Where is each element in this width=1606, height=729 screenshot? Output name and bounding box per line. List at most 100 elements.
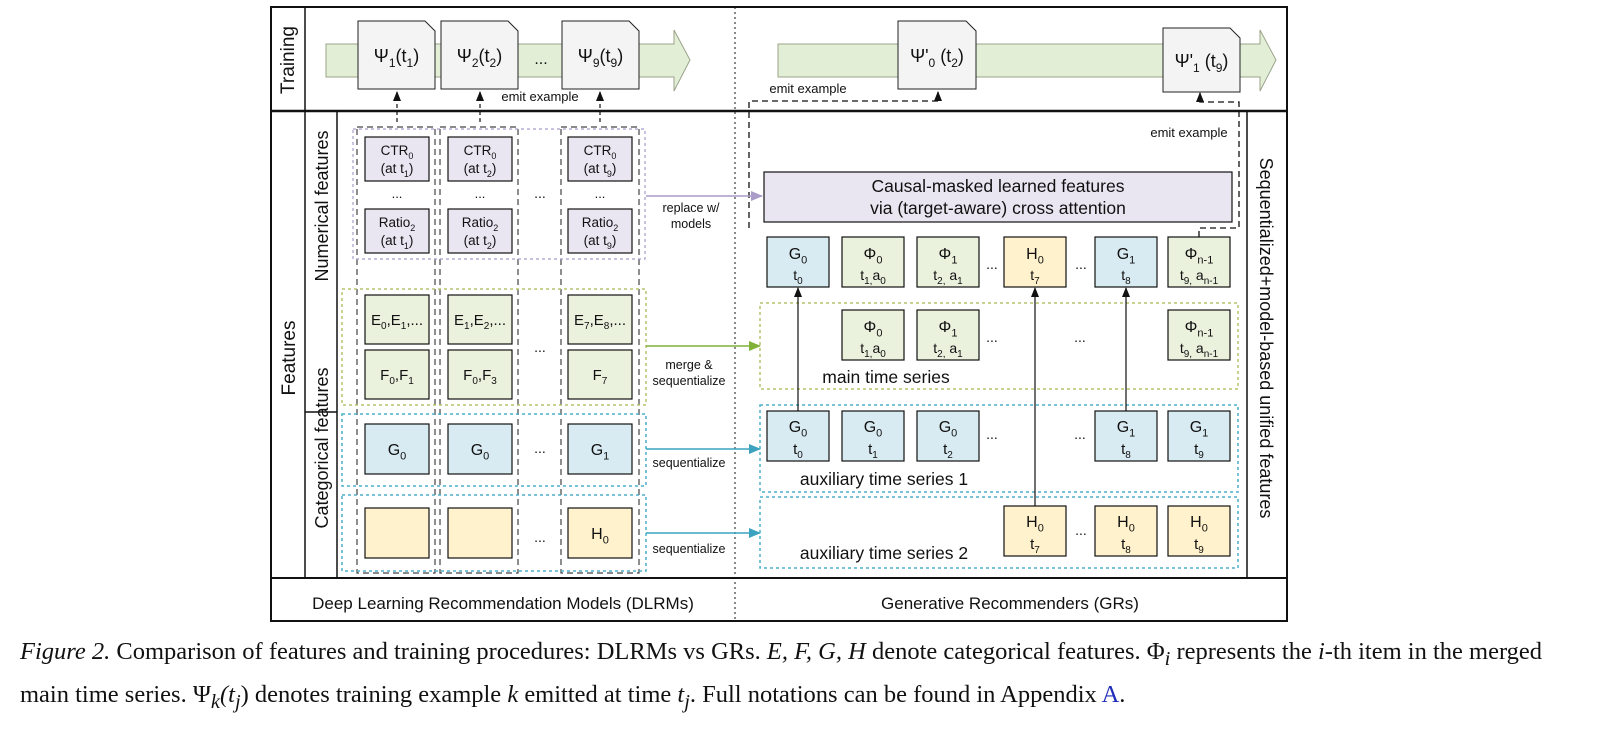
aux1-cell-1 [766, 410, 830, 462]
caption-text-3: represents the [1170, 638, 1318, 665]
aux1-cell-bottom-5: t9 [1194, 441, 1204, 461]
merge-label-2: sequentialize [653, 374, 726, 388]
ratio-time-1: (at t1) [381, 233, 414, 251]
unified-cell-top-3: Φ1 [939, 246, 958, 266]
aux1-ellipsis-2: ... [1074, 426, 1086, 442]
numerical-inner-ellipsis-3: ... [595, 186, 606, 201]
aux2-cell-top-2: H0 [1117, 514, 1135, 534]
gr-emit-example-label-2: emit example [1150, 125, 1227, 140]
caption-text-4: -th item in the merged main time series. [20, 638, 1543, 708]
dlrm-column-group-2 [439, 126, 519, 574]
h-cell-1 [364, 507, 430, 559]
gr-emit-path-1 [748, 91, 942, 228]
g-label-1: G0 [388, 442, 407, 462]
ctr-cell-3 [567, 136, 633, 182]
unified-cell-top-4: H0 [1026, 246, 1044, 266]
aux2-cell-top-3: H0 [1190, 514, 1208, 534]
unified-cell-2 [841, 236, 905, 288]
unified-cell-bottom-4: t7 [1030, 267, 1040, 287]
f-cell-3 [567, 349, 633, 400]
ctr-label-2: CTR0 [464, 143, 497, 161]
aux2-group [759, 496, 1239, 569]
training-example-2-label: Ψ2(t2) [457, 46, 502, 70]
h-cell-3 [567, 507, 633, 559]
caption-math-phi: Φ [1146, 638, 1165, 665]
h-col-ellipsis: ... [534, 529, 546, 545]
main-cell-bottom-3: t9, an-1 [1180, 340, 1219, 360]
unified-cell-6 [1167, 236, 1231, 288]
caption-text-2: denote categorical features. [865, 638, 1147, 665]
unified-cell-top-6: Φn-1 [1185, 246, 1214, 266]
ctr-time-2: (at t2) [464, 161, 497, 179]
unified-cell-top-5: G1 [1117, 246, 1136, 266]
g-cell-3 [567, 423, 633, 475]
ctr-time-1: (at t1) [381, 161, 414, 179]
aux1-cell-bottom-1: t0 [793, 441, 803, 461]
cross-attention-label-1: Causal-masked learned features [872, 176, 1125, 196]
gr-training-example-2 [1162, 27, 1241, 93]
ctr-label-3: CTR0 [584, 143, 617, 161]
e-cell-1 [364, 294, 430, 345]
ratio-time-2: (at t2) [464, 233, 497, 251]
aux2-cell-1 [1003, 505, 1067, 557]
main-cell-top-3: Φn-1 [1185, 319, 1214, 339]
categorical-features-label: Categorical features [312, 367, 332, 528]
caption-math-psi-end: ) [240, 680, 249, 708]
cross-attention-box [763, 171, 1233, 223]
aux1-cell-bottom-3: t2 [943, 441, 953, 461]
main-cell-1 [841, 309, 905, 361]
aux1-cell-4 [1094, 410, 1158, 462]
unified-cell-3 [916, 236, 980, 288]
unified-cell-bottom-1: t0 [793, 267, 803, 287]
features-label: Features [279, 321, 300, 396]
numerical-col-ellipsis: ... [534, 185, 546, 201]
caption-math-phi-sub: i [1164, 647, 1171, 670]
aux1-cell-top-1: G0 [789, 419, 808, 439]
aux1-cell-bottom-4: t8 [1121, 441, 1131, 461]
f-cell-2 [447, 349, 513, 400]
g-label-2: G0 [471, 442, 490, 462]
main-cell-bottom-1: t1,a0 [860, 340, 886, 360]
h-cell-2 [447, 507, 513, 559]
ratio-cell-3 [567, 208, 633, 254]
caption-text-8: . [1119, 680, 1126, 708]
aux1-cell-top-2: G0 [864, 419, 883, 439]
emit-example-label: emit example [501, 89, 578, 104]
unified-cell-bottom-6: t9, an-1 [1180, 267, 1219, 287]
aux1-cell-2 [841, 410, 905, 462]
ratio-label-3: Ratio2 [582, 215, 619, 233]
aux2-cell-bottom-2: t8 [1121, 536, 1131, 556]
merge-label-1: merge & [665, 358, 713, 372]
caption-text-6: emitted at time [518, 680, 678, 708]
gr-footer-label: Generative Recommenders (GRs) [881, 594, 1139, 613]
caption-math-psi-arg: (t [219, 680, 235, 708]
ctr-cell-1 [364, 136, 430, 182]
appendix-link[interactable]: A [1101, 680, 1120, 708]
caption-math-t-sub: j [684, 690, 690, 713]
g-cell-1 [364, 423, 430, 475]
replace-label-1: replace w/ [663, 201, 720, 215]
e-label-2: E1,E2,... [454, 312, 506, 332]
training-label: Training [278, 26, 299, 94]
unified-ellipsis-1: ... [986, 256, 998, 272]
aux1-cell-top-3: G0 [939, 419, 958, 439]
aux1-cell-bottom-2: t1 [868, 441, 878, 461]
training-example-2 [440, 20, 519, 90]
unified-cell-bottom-3: t2, a1 [933, 267, 963, 287]
unified-cell-bottom-5: t8 [1121, 267, 1131, 287]
g-cell-2 [447, 423, 513, 475]
unified-ellipsis-2: ... [1075, 256, 1087, 272]
ef-col-ellipsis: ... [534, 339, 546, 355]
numerical-inner-ellipsis-2: ... [475, 186, 486, 201]
aux2-cell-3 [1167, 505, 1231, 557]
unified-cell-5 [1094, 236, 1158, 288]
ef-group [341, 288, 647, 406]
caption-math-psi-arg-sub: j [234, 690, 241, 713]
ratio-cell-1 [364, 208, 430, 254]
unified-features-label: Sequentialized+model-based unified featu… [1256, 158, 1276, 519]
dlrm-column-group-1 [356, 126, 436, 574]
caption-text-5: denotes training example [248, 680, 508, 708]
training-example-3-label: Ψ9(t9) [578, 46, 623, 70]
caption-math-psi: Ψ [192, 680, 211, 708]
f-label-2: F0,F3 [463, 367, 497, 387]
